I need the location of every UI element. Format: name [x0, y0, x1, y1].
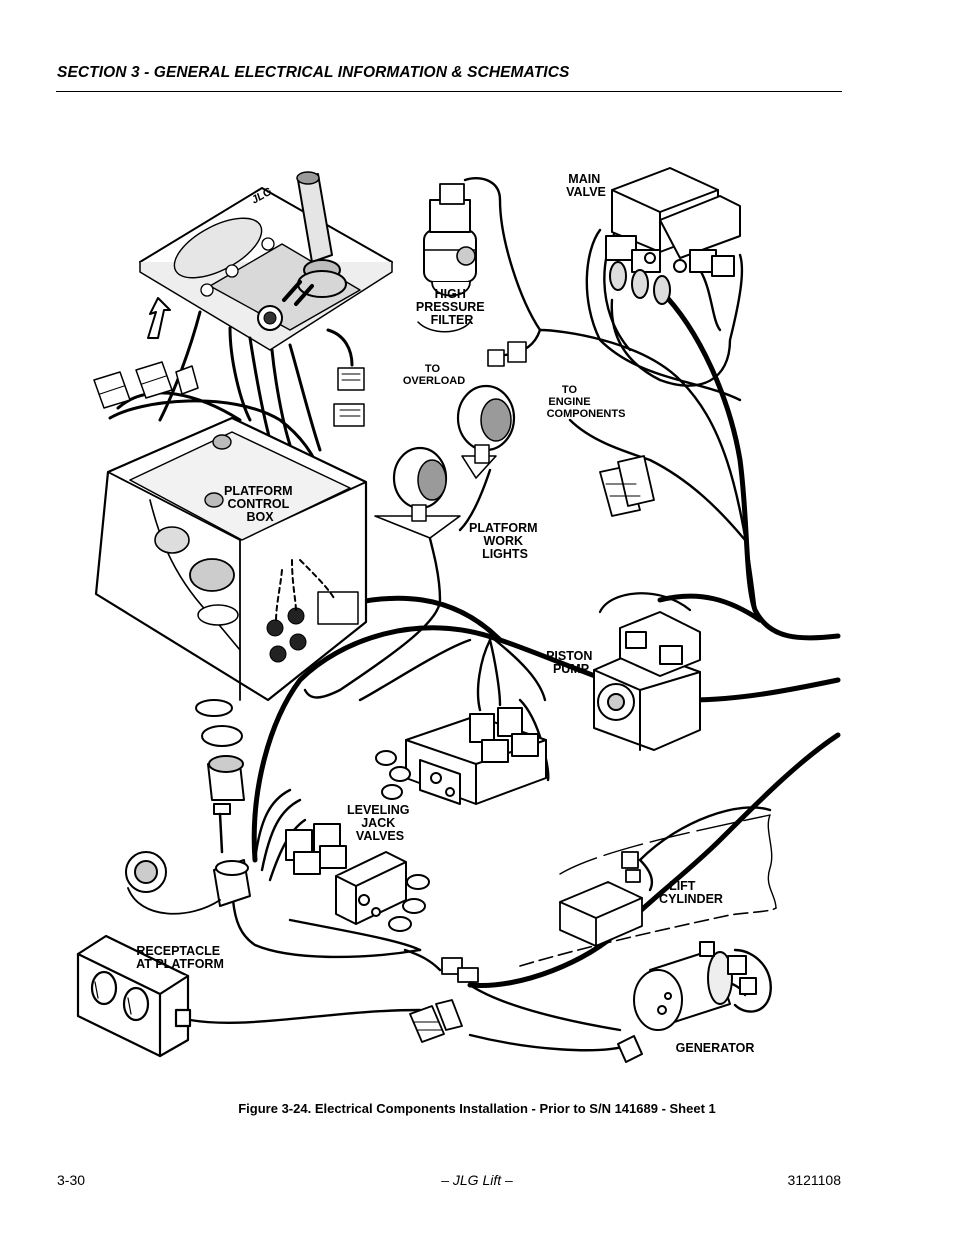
control-panel [139, 171, 393, 351]
page-number: 3-30 [57, 1172, 86, 1188]
section-title: SECTION 3 - GENERAL ELECTRICAL INFORMATI… [57, 64, 570, 81]
label-to-overload: TO OVERLOAD [403, 363, 465, 387]
platform-work-lights [374, 384, 516, 539]
figure-caption: Figure 3-24. Electrical Components Insta… [238, 1101, 716, 1116]
main-harness [251, 287, 841, 989]
header-rule [56, 91, 842, 92]
label-generator: GENERATOR [676, 1041, 755, 1055]
label-piston-pump: PISTON PUMP [546, 649, 596, 676]
platform-socket-assembly [125, 699, 251, 915]
label-lift-cylinder: LIFT CYLINDER [659, 879, 723, 906]
label-main-valve: MAIN VALVE [566, 172, 606, 199]
cable-plugs [409, 957, 479, 1043]
footer-brand: – JLG Lift – [441, 1172, 513, 1188]
label-to-engine-components: TO ENGINE COMPONENTS [547, 384, 626, 420]
callout-labels: MAIN VALVE HIGH PRESSURE FILTER TO OVERL… [136, 172, 754, 1055]
panel-connectors [93, 361, 365, 427]
leveling-jack-valve-lower [285, 823, 430, 932]
label-high-pressure-filter: HIGH PRESSURE FILTER [416, 287, 488, 327]
high-pressure-filter [417, 183, 477, 333]
label-platform-control-box: PLATFORM CONTROL BOX [224, 484, 296, 524]
platform-control-box [94, 416, 368, 702]
label-platform-work-lights: PLATFORM WORK LIGHTS [469, 521, 541, 561]
lift-cylinder [519, 814, 777, 967]
label-leveling-jack-valves: LEVELING JACK VALVES [347, 803, 413, 843]
main-valve [605, 167, 741, 305]
engine-connector [599, 455, 655, 517]
leveling-jack-valve-upper [375, 707, 547, 805]
overload-connector [487, 341, 527, 367]
label-receptacle-at-platform: RECEPTACLE AT PLATFORM [136, 944, 224, 971]
receptacle-at-platform [76, 934, 192, 1058]
generator [617, 941, 757, 1063]
document-number: 3121108 [787, 1172, 841, 1188]
piston-pump [593, 592, 701, 751]
